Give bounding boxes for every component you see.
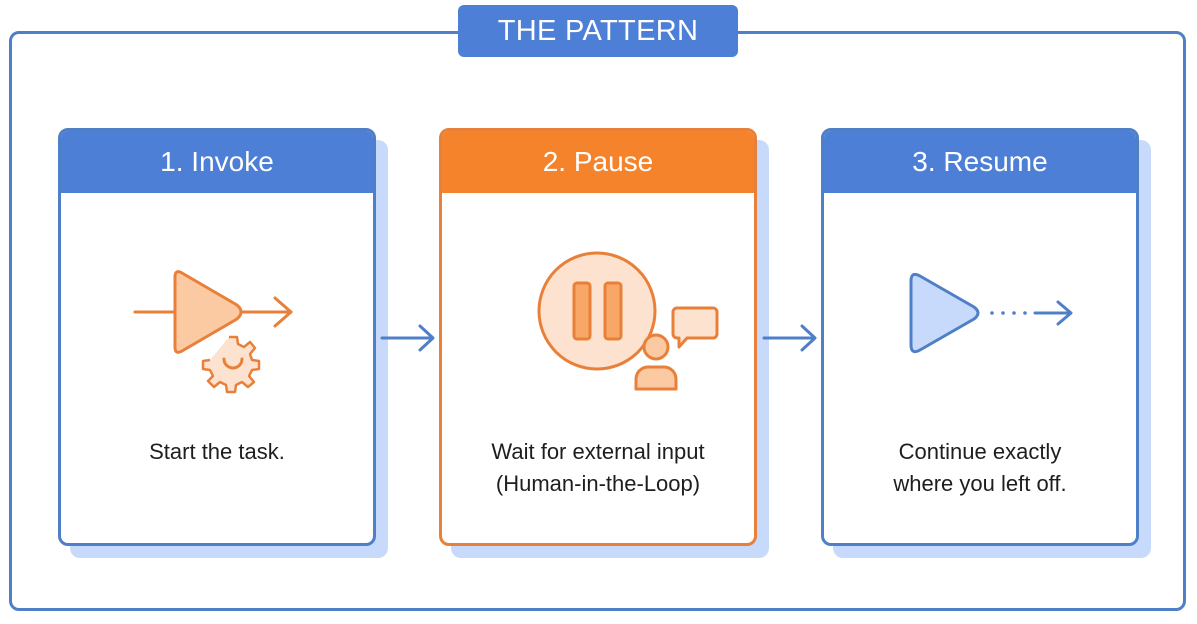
arrow-right-icon [762, 324, 817, 352]
step-description: Start the task. [149, 439, 285, 464]
play-dotted-arrow-icon [909, 272, 1073, 354]
pause-with-human-chat-icon [537, 251, 719, 391]
play-triangle [173, 270, 243, 354]
card-body: 1. Invoke Start the task. [58, 128, 376, 546]
card-body: 2. Pause Wait for external input (Human-… [439, 128, 757, 546]
pause-bar-left [572, 281, 592, 341]
person-icon [634, 333, 678, 391]
arrow-head [1056, 300, 1073, 326]
diagram-title: THE PATTERN [458, 5, 738, 57]
dotted-line [990, 311, 1027, 315]
pause-bar-right [603, 281, 623, 341]
pause-circle [537, 251, 657, 371]
gear-icon [201, 335, 261, 394]
card-body: 3. Resume Continue exactly where you lef… [821, 128, 1139, 546]
chat-bubble-icon [671, 306, 719, 349]
step-title: 2. Pause [442, 131, 754, 193]
step-description: Continue exactly where you left off. [893, 439, 1067, 496]
step-title: 1. Invoke [61, 131, 373, 193]
play-with-gear-icon [133, 270, 293, 394]
step-card-resume: 3. Resume Continue exactly where you lef… [821, 128, 1151, 558]
play-triangle [909, 272, 980, 354]
step-card-invoke: 1. Invoke Start the task. [58, 128, 388, 558]
arrow-right-icon [380, 324, 435, 352]
step-card-pause: 2. Pause Wait for external input (Human-… [439, 128, 769, 558]
step-description: Wait for external input (Human-in-the-Lo… [491, 439, 705, 496]
step-title: 3. Resume [824, 131, 1136, 193]
arrow-head [273, 296, 293, 328]
